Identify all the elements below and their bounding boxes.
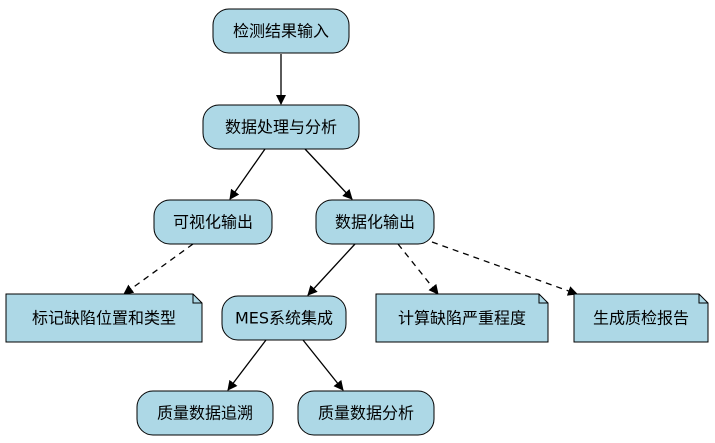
note-fold (538, 294, 548, 304)
node-box (212, 8, 350, 54)
node-box (315, 199, 435, 245)
node-box (221, 295, 347, 341)
edge-process-to-data_output (304, 148, 353, 200)
edge-mes-to-analysis (302, 339, 344, 391)
node-box (202, 104, 360, 150)
node-label: 质量数据分析 (318, 404, 414, 423)
node-analysis: 质量数据分析 (297, 390, 435, 436)
node-input: 检测结果输入 (212, 8, 350, 54)
edge-process-to-visual (229, 148, 266, 200)
note-fold (192, 294, 202, 304)
node-label: 可视化输出 (173, 213, 253, 232)
note-shape (573, 293, 709, 343)
node-label: 计算缺陷严重程度 (398, 309, 526, 328)
node-mark-defect: 标记缺陷位置和类型 (5, 293, 203, 343)
node-box (297, 390, 435, 436)
edges-layer (123, 54, 578, 391)
note-fold (698, 294, 708, 304)
note-shape (5, 293, 203, 343)
node-box (153, 199, 273, 245)
node-box (136, 390, 274, 436)
node-visual: 可视化输出 (153, 199, 273, 245)
edge-mes-to-trace (227, 339, 267, 391)
node-report: 生成质检报告 (573, 293, 709, 343)
edge-data_output-to-severity (397, 243, 439, 295)
node-data-output: 数据化输出 (315, 199, 435, 245)
edge-visual-to-mark_defect (123, 243, 194, 295)
node-label: 生成质检报告 (593, 309, 689, 328)
node-trace: 质量数据追溯 (136, 390, 274, 436)
node-label: 数据化输出 (335, 213, 415, 232)
node-label: 检测结果输入 (233, 22, 329, 41)
node-label: 标记缺陷位置和类型 (32, 309, 176, 328)
node-label: 质量数据追溯 (157, 404, 253, 423)
node-label: MES系统集成 (235, 309, 333, 328)
node-mes: MES系统集成 (221, 295, 347, 341)
node-severity: 计算缺陷严重程度 (375, 293, 549, 343)
edge-data_output-to-report (431, 241, 578, 296)
node-process: 数据处理与分析 (202, 104, 360, 150)
node-label: 数据处理与分析 (225, 118, 337, 137)
edge-data_output-to-mes (307, 243, 356, 296)
note-shape (375, 293, 549, 343)
